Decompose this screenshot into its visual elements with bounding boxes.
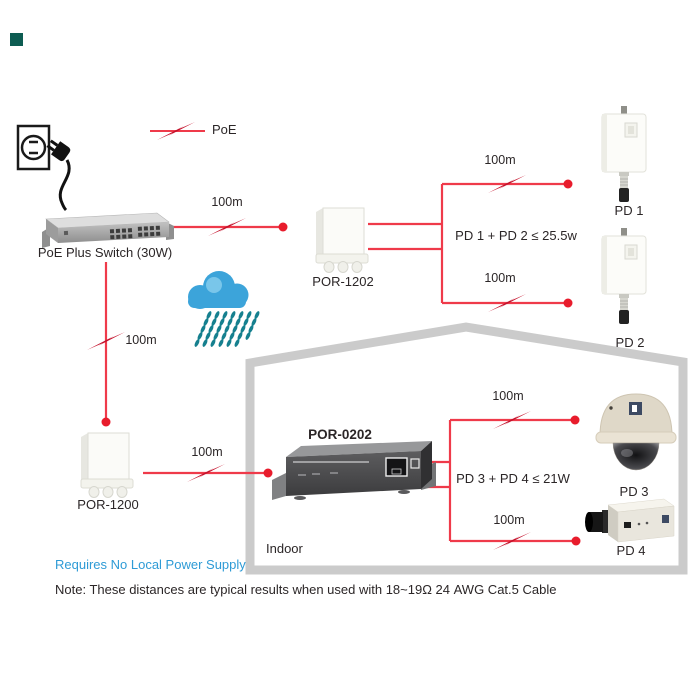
por0202-device: [272, 441, 436, 500]
footer-highlight: Requires No Local Power Supply: [55, 557, 246, 572]
por1202-label: POR-1202: [312, 274, 374, 289]
distance-label: 100m: [493, 513, 525, 527]
indoor-house-outline: [245, 322, 688, 575]
switch-ports: [109, 225, 161, 240]
por1202-device: [315, 207, 369, 273]
pd4-label: PD 4: [616, 543, 646, 558]
rain-drops: [193, 310, 261, 348]
camera-logo: [662, 515, 669, 523]
power-budget-group2: PD 3 + PD 4 ≤ 21W: [456, 471, 570, 486]
brand-mark: [10, 33, 23, 46]
pd3-dome-camera: [595, 393, 677, 471]
distance-label: 100m: [191, 445, 223, 459]
por1200-device: [80, 432, 134, 498]
poe-switch-label: PoE Plus Switch (30W): [37, 245, 173, 260]
pd2-label: PD 2: [615, 335, 645, 350]
rain-cloud-icon: [188, 271, 261, 348]
distance-label: 100m: [125, 333, 157, 347]
logo-badge: [410, 458, 420, 469]
power-outlet-icon: [16, 124, 51, 171]
power-budget-group1: PD 1 + PD 2 ≤ 25.5w: [455, 228, 577, 243]
pd4-box-camera: [585, 498, 675, 543]
pd1-label: PD 1: [614, 203, 644, 218]
pd2-device: [601, 227, 647, 325]
pd1-device: [601, 105, 647, 203]
poe-legend-label: PoE: [212, 122, 237, 137]
distance-label: 100m: [211, 195, 243, 209]
poe-legend-symbol: [150, 122, 205, 140]
poe-switch-device: [42, 212, 174, 248]
por1200-label: POR-1200: [77, 497, 139, 512]
distance-label: 100m: [484, 153, 516, 167]
pd3-label: PD 3: [619, 484, 649, 499]
distance-label: 100m: [492, 389, 524, 403]
indoor-label: Indoor: [266, 541, 303, 556]
footer-note: Note: These distances are typical result…: [55, 582, 557, 597]
power-plug-icon: [46, 139, 71, 212]
rj45-port: [385, 457, 408, 477]
por0202-label: POR-0202: [308, 427, 372, 442]
distance-label: 100m: [484, 271, 516, 285]
cable-endpoint-dots: [101, 179, 581, 546]
